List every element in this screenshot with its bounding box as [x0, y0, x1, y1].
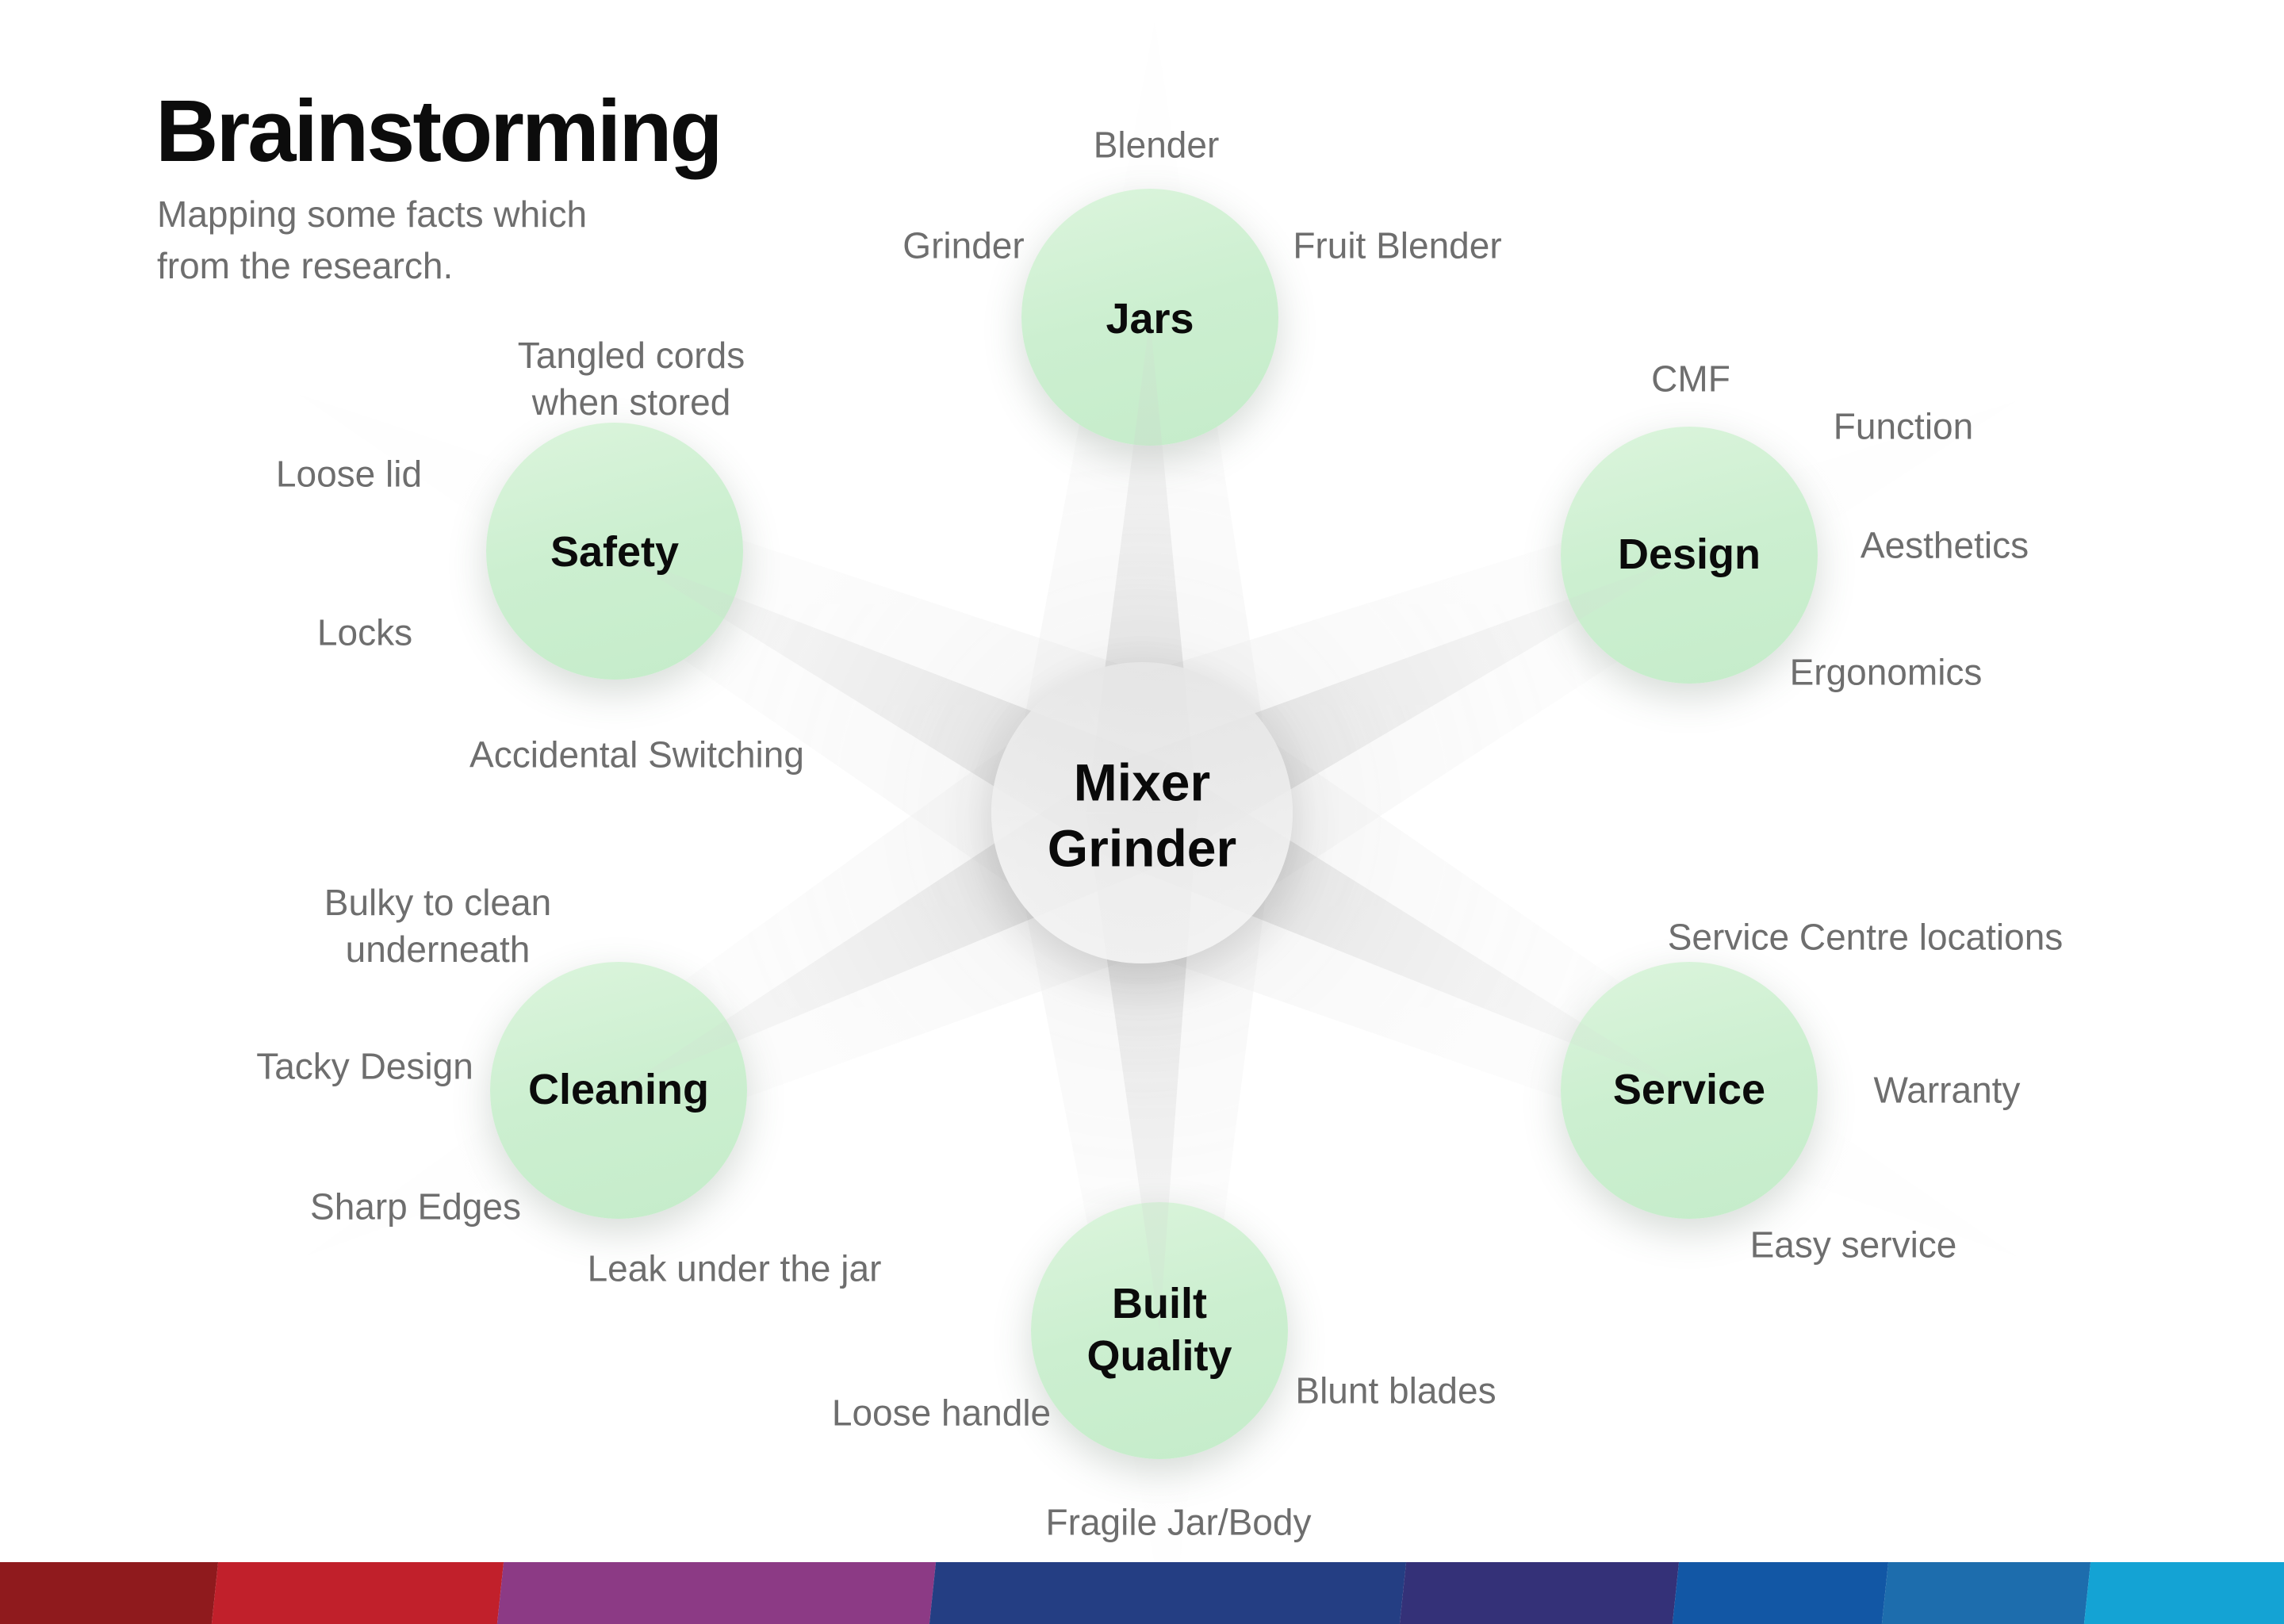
fact-label-locks: Locks [316, 611, 413, 653]
fact-label-function: Function [1833, 405, 1974, 447]
built-quality-node-label: Built Quality [1086, 1280, 1232, 1380]
cleaning-node-label: Cleaning [527, 1066, 710, 1114]
fact-label-tacky-design: Tacky Design [256, 1045, 473, 1087]
fact-label-service-centre-locations: Service Centre locations [1667, 916, 2064, 958]
fact-label-warranty: Warranty [1873, 1069, 2021, 1111]
fact-label-bulky-to-clean: Bulky to clean underneath [324, 882, 552, 970]
service-node-label: Service [1612, 1066, 1766, 1114]
fact-label-blender: Blender [1093, 124, 1220, 166]
footer-color-segment [929, 1562, 1407, 1624]
safety-node-label: Safety [550, 528, 680, 576]
fact-label-loose-lid: Loose lid [275, 453, 423, 495]
page-subtitle-line: Mapping some facts which [157, 193, 588, 235]
fact-label-fragile-jar-body: Fragile Jar/Body [1045, 1501, 1312, 1543]
fact-label-sharp-edges: Sharp Edges [310, 1185, 521, 1228]
design-node-label: Design [1617, 530, 1761, 579]
fact-label-grinder: Grinder [902, 224, 1025, 266]
footer-color-strip [0, 1562, 2284, 1624]
page-subtitle: Mapping some facts which from the resear… [157, 189, 587, 293]
footer-color-segment [497, 1562, 937, 1624]
fact-label-accidental-switching: Accidental Switching [469, 733, 804, 776]
fact-label-tangled-cords: Tangled cords when stored [517, 335, 745, 423]
footer-color-segment [212, 1562, 504, 1624]
footer-color-segment [1400, 1562, 1680, 1624]
footer-color-segment [1882, 1562, 2091, 1624]
center-node-label: Mixer Grinder [1047, 753, 1237, 878]
fact-label-cmf: CMF [1651, 358, 1730, 400]
page-title: Brainstorming [155, 82, 723, 180]
fact-label-leak-under-the-jar: Leak under the jar [587, 1247, 882, 1289]
fact-label-fruit-blender: Fruit Blender [1293, 224, 1502, 266]
jars-node-label: Jars [1106, 295, 1194, 343]
fact-label-blunt-blades: Blunt blades [1295, 1369, 1496, 1411]
footer-color-bar [0, 1562, 2284, 1624]
fact-label-easy-service: Easy service [1749, 1224, 1957, 1266]
page-subtitle-line: from the research. [157, 245, 454, 287]
footer-color-segment [0, 1562, 219, 1624]
fact-label-aesthetics: Aesthetics [1860, 524, 2029, 566]
footer-color-segment [2083, 1562, 2284, 1624]
fact-label-ergonomics: Ergonomics [1789, 651, 1983, 693]
fact-label-loose-handle: Loose handle [831, 1392, 1052, 1434]
footer-color-segment [1673, 1562, 1889, 1624]
